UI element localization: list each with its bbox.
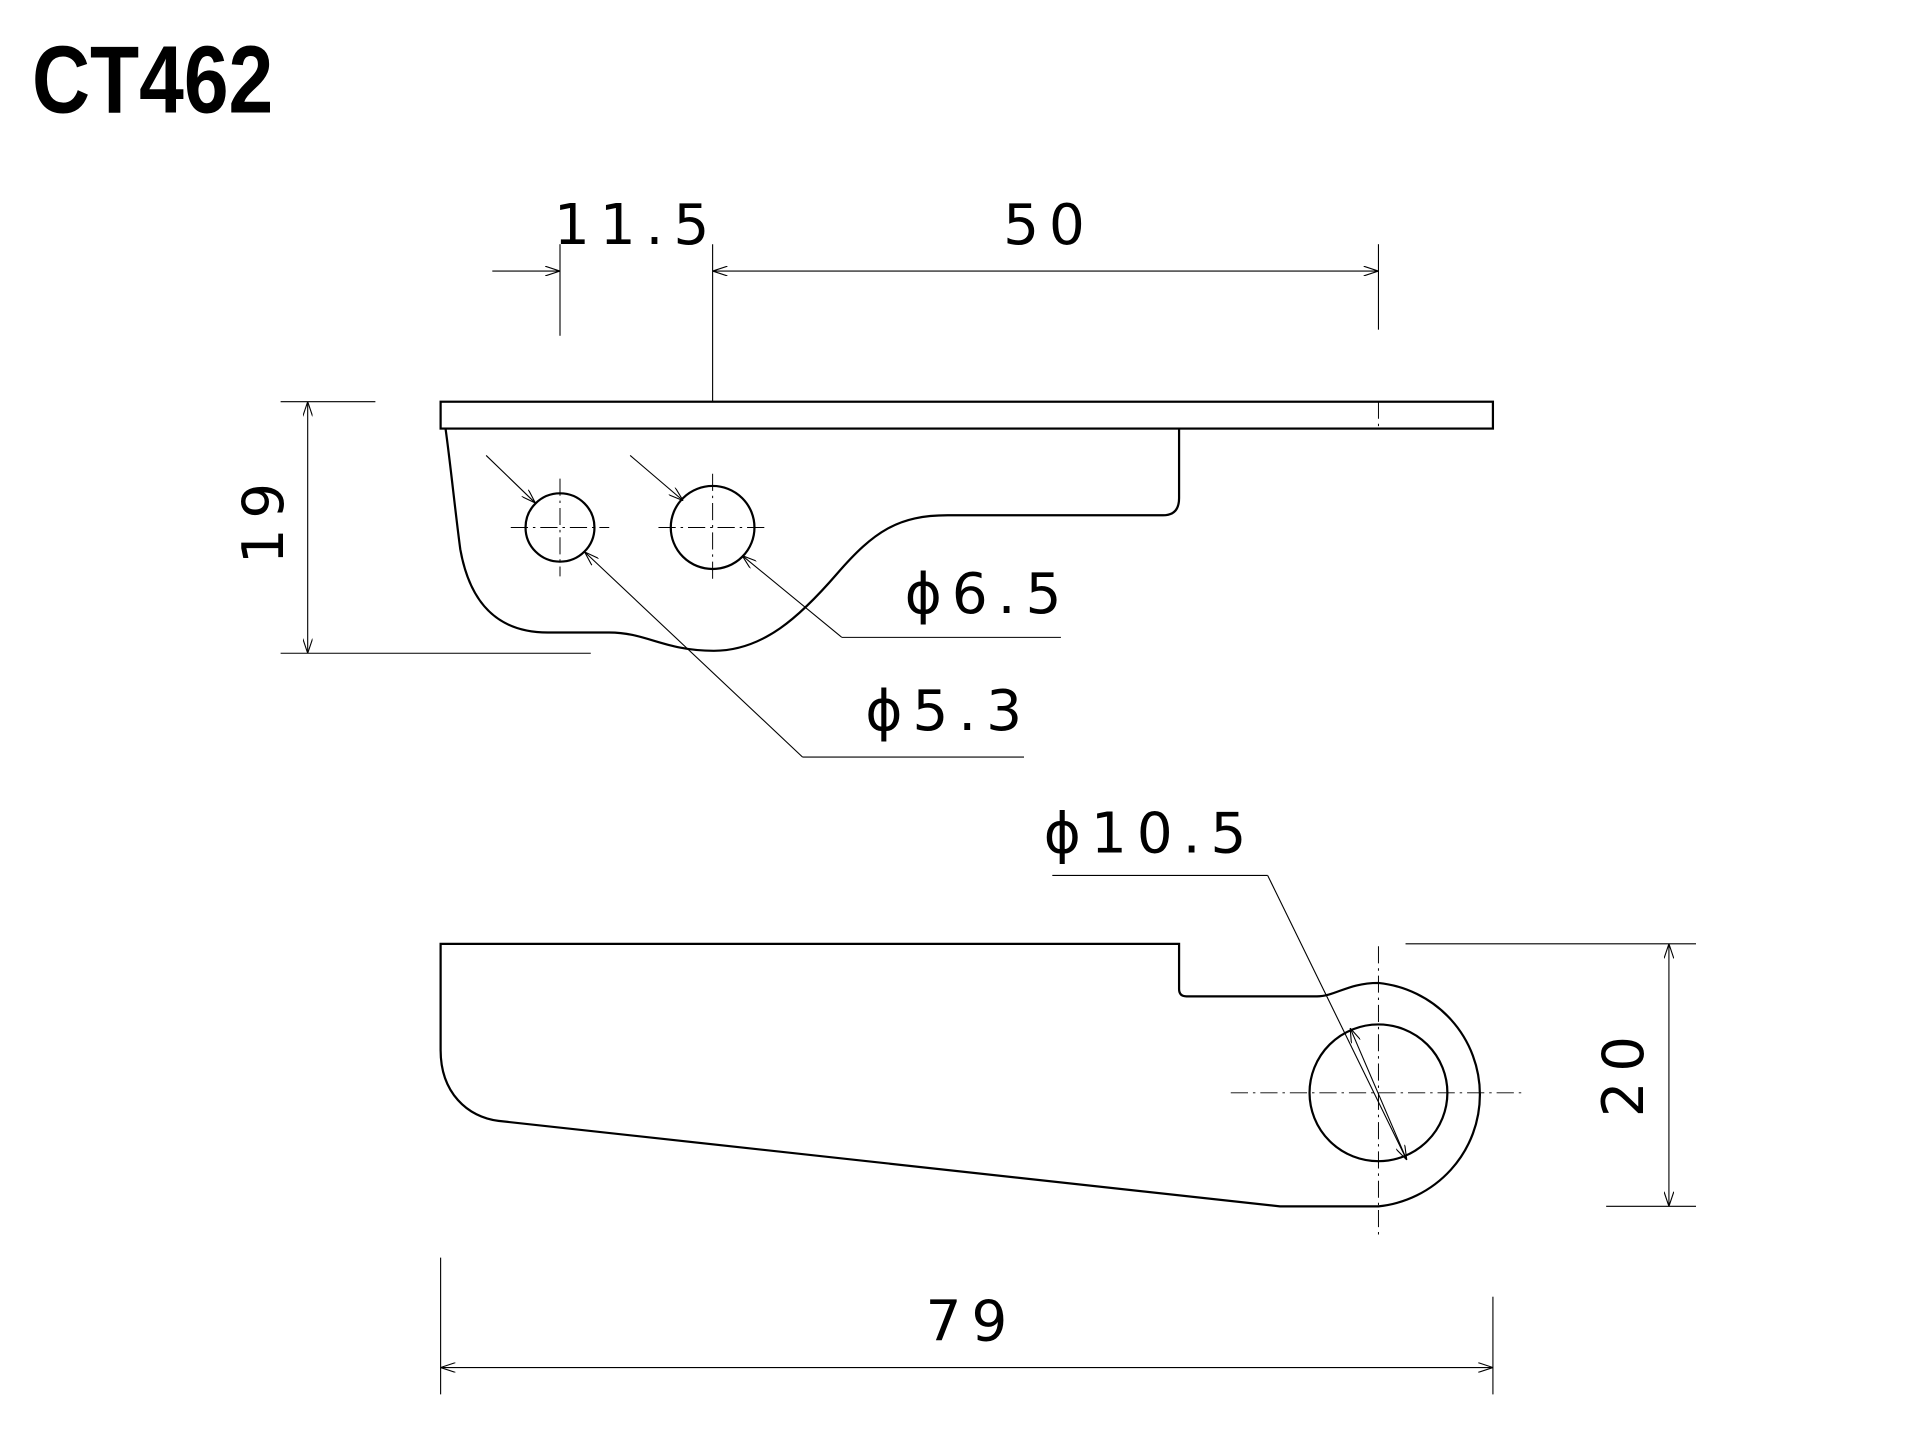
dim-dia-6-5: ϕ6.5: [905, 562, 1072, 627]
top-bracket-outline: [444, 428, 1181, 652]
dim-20: 20: [1592, 1026, 1657, 1117]
dim-dia-10-5: ϕ10.5: [1044, 801, 1257, 866]
dim-11-5: 11.5: [554, 193, 719, 258]
side-view-bracket: [439, 942, 1527, 1240]
dim-79: 79: [926, 1290, 1018, 1355]
dim-19: 19: [232, 473, 297, 564]
dim-dia-5-3: ϕ5.3: [865, 679, 1032, 744]
side-bracket-outline: [439, 942, 1482, 1208]
side-dimensions: ϕ10.5 20 79: [440, 801, 1696, 1395]
dim-50: 50: [1003, 193, 1095, 258]
part-number-title: CT462: [32, 27, 273, 134]
top-dimensions: 11.5 50 19 ϕ6.5 ϕ5.3: [232, 193, 1380, 758]
top-view-bracket: [439, 400, 1495, 652]
top-plate: [439, 400, 1495, 430]
